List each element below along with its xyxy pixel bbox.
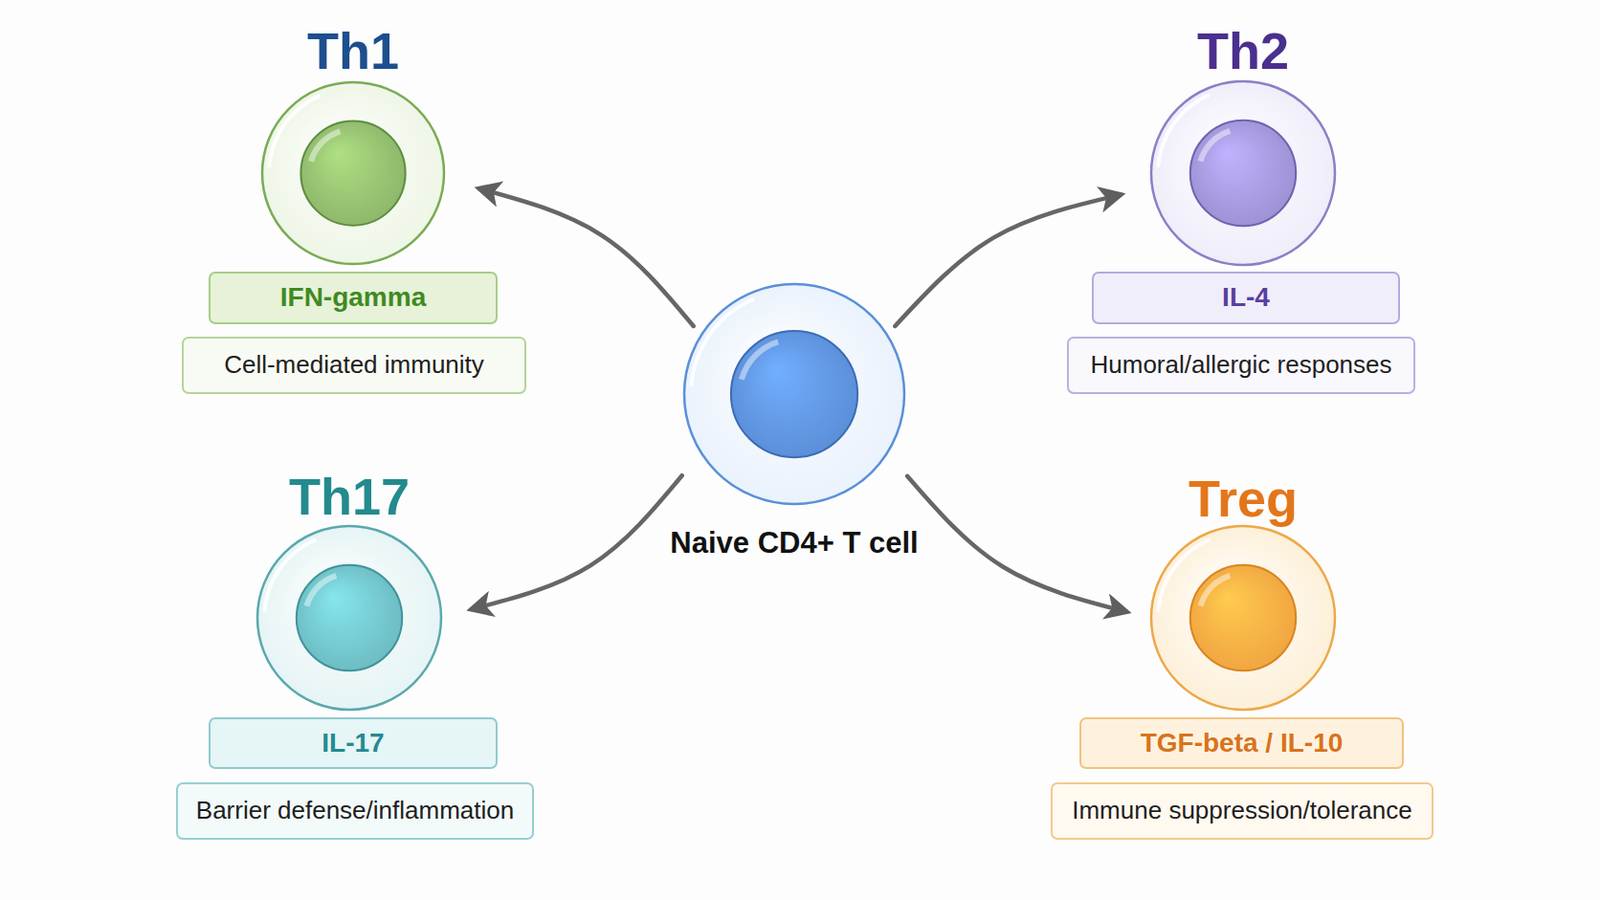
cell-type-title: Th2 [1128,18,1358,84]
title-wrap: Th2 [1128,18,1358,84]
function-box: Immune suppression/tolerance [1050,782,1434,841]
cell-type-title: Treg [1128,466,1358,532]
cell-node: Th17 [234,464,465,716]
function-box: Cell-mediated immunity [181,336,527,395]
title-wrap: Treg [1128,466,1358,532]
arrow-connector [471,475,683,610]
cell-membrane [1151,526,1335,711]
cytokine-label: IL-4 [1222,282,1270,313]
nucleus-highlight [1198,128,1232,162]
cell-node: Treg [1128,466,1358,716]
cell-circle [678,278,911,511]
cell-circle [251,520,447,716]
function-box: Humoral/allergic responses [1066,336,1416,395]
cell-circle [1145,520,1341,716]
cell-circle [256,76,450,270]
cytokine-box: IL-17 [208,717,498,770]
title-wrap: Th17 [234,464,465,530]
function-label: Cell-mediated immunity [223,351,485,380]
nucleus-highlight [304,573,338,607]
arrow-connector [907,476,1127,613]
cytokine-label: IL-17 [321,728,384,759]
cell-circle [1145,75,1341,271]
cell-membrane [1151,81,1335,266]
cytokine-label: IFN-gamma [280,282,426,313]
cell-node: Naive CD4+ T cell [622,278,967,562]
arrow-connector [894,195,1121,327]
cell-type-title: Th17 [234,464,465,530]
cytokine-label: TGF-beta / IL-10 [1140,728,1344,759]
cell-membrane [262,82,445,265]
cell-label: Naive CD4+ T cell [622,524,967,562]
cell-nucleus [300,120,405,225]
cell-membrane [684,284,905,505]
title-wrap: Th1 [238,18,468,84]
cytokine-box: IFN-gamma [208,271,498,325]
cell-node: Th1 [238,18,468,270]
function-label: Immune suppression/tolerance [1071,797,1413,826]
title-wrap: Naive CD4+ T cell [622,524,967,562]
cell-type-title: Th1 [238,18,468,84]
nucleus-highlight [308,129,341,163]
cytokine-box: IL-4 [1091,271,1400,325]
cell-nucleus [1190,565,1296,671]
cytokine-box: TGF-beta / IL-10 [1079,717,1404,770]
function-label: Humoral/allergic responses [1089,351,1392,380]
arrow-connector [479,188,694,327]
nucleus-highlight [738,339,779,381]
function-label: Barrier defense/inflammation [196,797,514,826]
cell-membrane [257,526,442,711]
cell-nucleus [1190,120,1296,226]
cell-nucleus [731,331,858,458]
cell-nucleus [296,565,402,671]
function-box: Barrier defense/inflammation [176,782,534,841]
cell-node: Th2 [1128,18,1358,271]
nucleus-highlight [1198,573,1232,607]
